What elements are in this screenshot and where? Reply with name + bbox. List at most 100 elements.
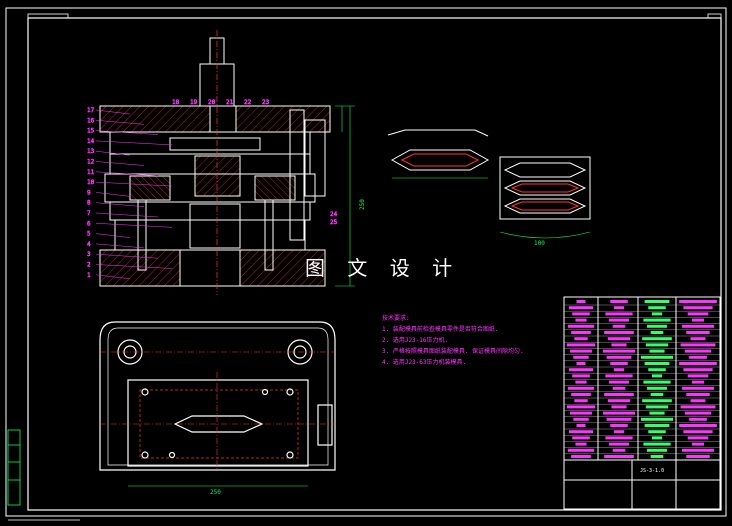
title-block-cell — [609, 380, 629, 384]
title-block-cell — [602, 349, 636, 353]
title-block-cell — [567, 386, 595, 390]
title-block-cell — [610, 424, 628, 427]
title-block-cell — [684, 411, 712, 415]
note-2: 2. 选用J23-16压力机. — [382, 337, 449, 344]
notes-heading: 技术要求: — [382, 315, 410, 322]
title-block-cell — [612, 386, 626, 390]
title-block-cell — [651, 312, 663, 316]
strip-blank-1 — [503, 162, 587, 178]
title-block-cell — [647, 386, 667, 390]
part-number-label: 24 — [330, 211, 338, 218]
title-block-rows — [564, 300, 720, 461]
title-block-cell — [642, 337, 672, 341]
pin-hole — [261, 388, 269, 396]
lower-plate-hatch-left — [99, 249, 181, 287]
strip-layout-view — [499, 156, 591, 239]
lower-holder — [114, 219, 306, 251]
title-block-cell — [648, 430, 666, 434]
title-block-cell — [576, 300, 586, 303]
note-1: 1. 装配模具前检查模具零件是否符合图纸. — [382, 326, 499, 333]
part-number-label: 2 — [87, 262, 91, 269]
title-block-cell — [680, 405, 716, 409]
part-number-label: 1 — [87, 272, 91, 279]
title-block-cell — [606, 417, 632, 421]
title-block-cell — [683, 430, 713, 434]
leader-line — [95, 150, 131, 156]
title-block-cell — [692, 318, 704, 322]
lower-die-outline — [99, 321, 336, 471]
title-block-cell — [640, 417, 674, 421]
strip-inner-2 — [510, 183, 580, 193]
title-block-cell — [607, 337, 631, 341]
title-block-cell — [609, 442, 629, 446]
margin-marker — [7, 429, 80, 521]
title-block-cell — [566, 405, 596, 409]
upper-plate-hatch-left — [99, 105, 211, 133]
title-block-cell — [645, 343, 669, 347]
title-block-cell — [689, 417, 707, 421]
title-block-cell — [649, 411, 665, 415]
lower-die — [109, 201, 311, 221]
title-block-cell — [679, 362, 717, 365]
title-block-cell — [640, 355, 674, 359]
title-block-cell — [649, 349, 665, 353]
top-right-tab — [707, 13, 722, 19]
title-block-cell — [650, 331, 664, 334]
title-block-cell — [572, 312, 590, 316]
title-block-cell — [607, 399, 631, 403]
title-block-cell — [648, 368, 666, 372]
strip-inner-3 — [510, 201, 580, 211]
title-block-cell — [576, 362, 586, 365]
leader-line — [95, 181, 173, 187]
title-block-cell — [643, 442, 671, 446]
title-block-cell — [648, 306, 666, 310]
title-block-frame — [563, 296, 721, 510]
title-block-cell — [687, 436, 709, 440]
title-block-cell — [570, 411, 592, 415]
title-block-cell — [692, 442, 704, 446]
technical-notes: 技术要求: 1. 装配模具前检查模具零件是否符合图纸. 2. 选用J23-16压… — [382, 313, 524, 368]
part-number-label: 18 — [172, 99, 180, 106]
center-punch — [194, 155, 241, 197]
title-block-cell — [605, 374, 633, 378]
outer-border — [5, 7, 727, 517]
title-block-cell — [566, 343, 596, 347]
title-block-cell — [610, 362, 628, 365]
title-block-cell — [574, 399, 588, 403]
title-block-cell — [576, 424, 586, 427]
part-number-label: 10 — [87, 179, 95, 186]
part-number-label: 5 — [87, 231, 91, 238]
note-3: 3. 严格按照模具图纸装配模具. 保证模具间隙均匀. — [382, 348, 524, 355]
part-number-label: 25 — [330, 219, 338, 226]
leader-line — [95, 130, 159, 135]
part-number-label: 4 — [87, 241, 91, 248]
screw-hole — [141, 388, 149, 396]
title-block-cell — [682, 386, 714, 390]
title-block-cell — [606, 355, 632, 359]
title-block-cell — [604, 455, 634, 458]
title-block-cell — [605, 436, 633, 440]
title-block-cell — [644, 424, 670, 427]
title-block-cell — [604, 393, 634, 396]
note-4: 4. 选用J23-63压力机装模具. — [382, 359, 467, 366]
dim-strip: 100 — [534, 240, 545, 247]
part-number-label: 16 — [87, 117, 95, 124]
title-block-cell — [571, 455, 591, 458]
leader-line — [95, 161, 145, 166]
pin-hole — [168, 451, 176, 459]
title-block-cell — [690, 399, 706, 403]
leader-line — [95, 171, 159, 177]
part-number-label: 6 — [87, 220, 91, 227]
part-outline — [390, 149, 490, 171]
strip-frame — [499, 156, 591, 220]
leader-line — [95, 274, 131, 280]
title-block-cell — [611, 405, 627, 409]
title-block-cell — [572, 374, 590, 378]
title-block-cell — [610, 300, 628, 303]
part-number-label: 13 — [87, 148, 95, 155]
title-block-cell — [683, 306, 713, 310]
leader-line — [95, 243, 145, 249]
